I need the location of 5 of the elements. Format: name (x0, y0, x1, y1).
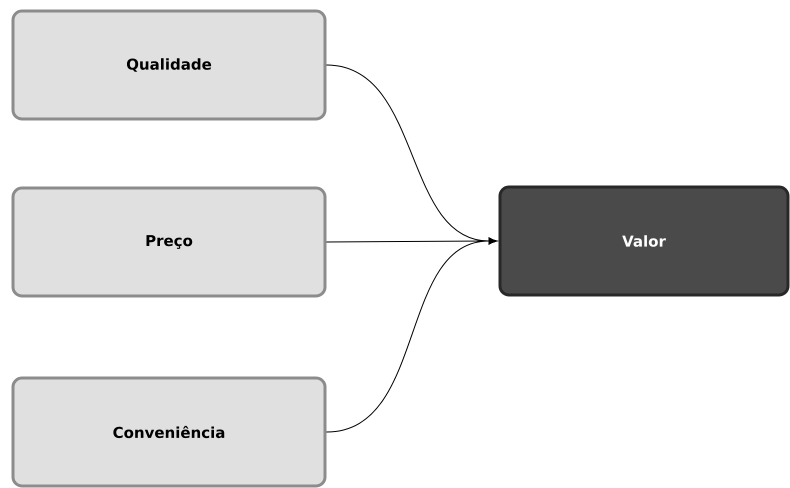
process-box: Qualidade (12, 10, 326, 120)
result-box: Valor (498, 186, 790, 296)
arrow (326, 237, 498, 432)
process-box: Preço (12, 186, 326, 298)
process-box: Conveniência (12, 376, 326, 488)
